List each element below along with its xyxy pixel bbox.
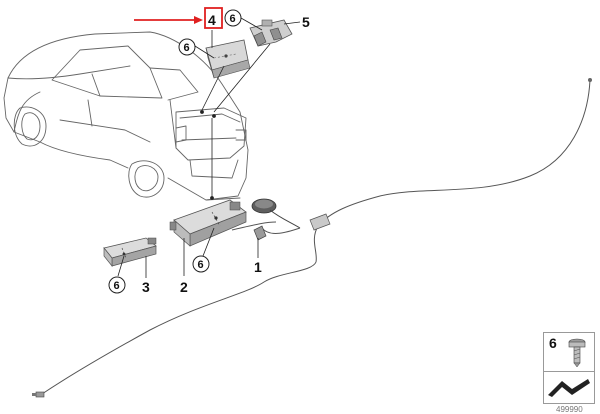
legend-divider bbox=[544, 371, 594, 372]
legend-number: 6 bbox=[549, 335, 557, 351]
cable-harness bbox=[41, 79, 591, 395]
screw-callout-c: 6 bbox=[192, 255, 210, 273]
part-3-module bbox=[103, 237, 157, 267]
callout-part-3: 3 bbox=[142, 279, 150, 295]
highlight-arrow bbox=[134, 16, 203, 24]
screw-callout-b: 6 bbox=[224, 9, 242, 27]
screw-callout-a: 6 bbox=[178, 38, 196, 56]
svg-text:6: 6 bbox=[230, 13, 236, 25]
callout-part-1: 1 bbox=[254, 259, 262, 275]
svg-text:6: 6 bbox=[184, 42, 190, 54]
part-2-unit bbox=[169, 199, 247, 247]
part-1-antenna bbox=[251, 198, 331, 241]
screw-icon bbox=[548, 338, 590, 397]
callout-part-4: 4 bbox=[208, 12, 216, 28]
part-4-module bbox=[205, 39, 251, 79]
callout-part-2: 2 bbox=[180, 279, 188, 295]
part-5-module bbox=[249, 19, 293, 47]
svg-text:6: 6 bbox=[114, 280, 120, 292]
leader-lines bbox=[117, 17, 301, 278]
cable-end-top bbox=[588, 78, 592, 82]
vehicle-outline bbox=[3, 31, 249, 201]
screw-callout-d: 6 bbox=[108, 276, 126, 294]
callout-part-5: 5 bbox=[302, 14, 310, 30]
svg-text:6: 6 bbox=[198, 259, 204, 271]
diagram-id: 499990 bbox=[556, 405, 583, 414]
parts-legend: 6 bbox=[543, 332, 595, 404]
part-4-highlight-box bbox=[204, 7, 223, 29]
cable-end-bottom bbox=[32, 391, 45, 398]
